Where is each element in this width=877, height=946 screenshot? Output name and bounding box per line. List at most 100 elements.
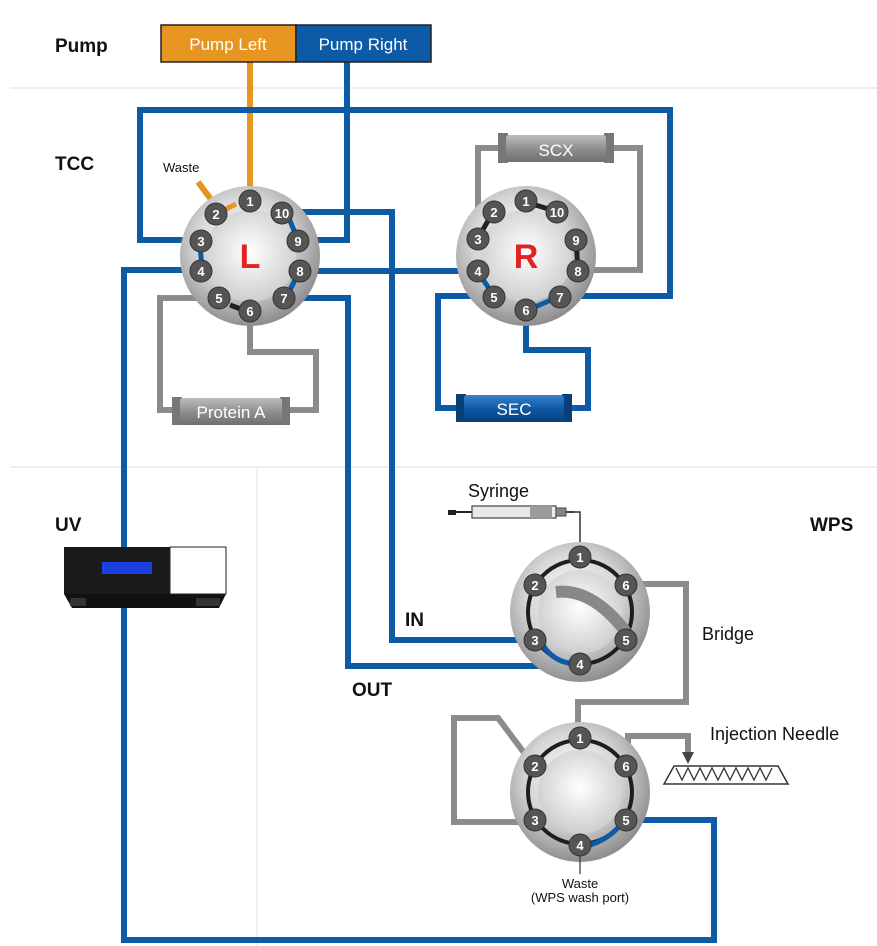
valve-wps-bottom-port-1: 1 <box>568 726 592 750</box>
label-out: OUT <box>352 680 393 701</box>
svg-text:2: 2 <box>490 205 497 220</box>
label-in: IN <box>405 610 424 631</box>
valve-wps-top-port-6: 6 <box>614 573 638 597</box>
svg-text:6: 6 <box>622 578 629 593</box>
label-waste-tcc: Waste <box>163 160 199 175</box>
svg-text:9: 9 <box>294 234 301 249</box>
svg-text:6: 6 <box>622 759 629 774</box>
pump-right-box: Pump Right <box>295 24 432 63</box>
svg-text:2: 2 <box>212 207 219 222</box>
svg-text:8: 8 <box>574 264 581 279</box>
section-label-uv: UV <box>55 515 82 536</box>
valve-wps-top-port-3: 3 <box>523 628 547 652</box>
valve-right-port-10: 10 <box>545 200 569 224</box>
svg-text:1: 1 <box>576 731 583 746</box>
tube-wps-loop <box>451 715 537 825</box>
svg-text:9: 9 <box>572 233 579 248</box>
valve-left-port-7: 7 <box>272 286 296 310</box>
svg-text:5: 5 <box>622 813 629 828</box>
tube-out <box>284 295 578 669</box>
svg-text:1: 1 <box>246 194 253 209</box>
valve-left-port-1: 1 <box>238 189 262 213</box>
tube-syringe <box>574 511 581 554</box>
valve-left-port-3: 3 <box>189 229 213 253</box>
label-waste-wps-1: Waste <box>562 876 598 891</box>
label-waste-wps-2: (WPS wash port) <box>531 890 629 905</box>
svg-text:5: 5 <box>490 290 497 305</box>
tube-in <box>282 209 532 643</box>
valve-left-port-8: 8 <box>288 259 312 283</box>
injection-needle-icon <box>662 752 790 785</box>
valve-right-port-6: 6 <box>514 298 538 322</box>
uv-detector <box>64 546 227 608</box>
valve-wps-top-port-2: 2 <box>523 573 547 597</box>
section-label-tcc: TCC <box>55 154 94 175</box>
svg-text:4: 4 <box>576 838 584 853</box>
svg-text:4: 4 <box>474 264 482 279</box>
column-sec-label: SEC <box>497 400 532 419</box>
label-syringe: Syringe <box>468 481 529 501</box>
valve-right-port-5: 5 <box>482 285 506 309</box>
syringe-icon <box>448 505 574 519</box>
svg-text:10: 10 <box>275 206 289 221</box>
svg-text:4: 4 <box>197 264 205 279</box>
valve-wps-top-port-4: 4 <box>568 652 592 676</box>
svg-text:3: 3 <box>531 813 538 828</box>
valve-right-port-2: 2 <box>482 200 506 224</box>
svg-text:5: 5 <box>215 291 222 306</box>
tube-loop-l3-r7 <box>137 107 673 299</box>
svg-text:3: 3 <box>474 232 481 247</box>
valve-wps-bottom-port-3: 3 <box>523 808 547 832</box>
valve-left-port-4: 4 <box>189 259 213 283</box>
section-label-wps: WPS <box>810 515 853 536</box>
column-scx: SCX <box>498 133 614 163</box>
valve-right-letter: R <box>514 238 539 276</box>
svg-text:1: 1 <box>576 550 583 565</box>
svg-text:10: 10 <box>550 205 564 220</box>
svg-text:7: 7 <box>556 290 563 305</box>
label-bridge: Bridge <box>702 624 754 644</box>
valve-wps-top-port-5: 5 <box>614 628 638 652</box>
column-sec: SEC <box>456 394 572 422</box>
valve-left-letter: L <box>240 238 261 276</box>
svg-text:2: 2 <box>531 759 538 774</box>
pump-right-label: Pump Right <box>319 35 408 54</box>
svg-text:4: 4 <box>576 657 584 672</box>
valve-right-port-3: 3 <box>466 227 490 251</box>
svg-text:2: 2 <box>531 578 538 593</box>
valve-wps-bottom: 1 2 3 4 5 6 <box>510 722 650 862</box>
pump-left-label: Pump Left <box>189 35 267 54</box>
svg-text:3: 3 <box>197 234 204 249</box>
valve-right-port-8: 8 <box>566 259 590 283</box>
column-scx-label: SCX <box>539 141 574 160</box>
tube-uv-line <box>121 267 717 943</box>
label-injection-needle: Injection Needle <box>710 724 839 744</box>
valve-wps-bottom-port-5: 5 <box>614 808 638 832</box>
section-label-pump: Pump <box>55 36 108 57</box>
valve-left-port-10: 10 <box>270 201 294 225</box>
valve-wps-bottom-port-4: 4 <box>568 833 592 857</box>
valve-right-port-7: 7 <box>548 285 572 309</box>
svg-text:7: 7 <box>280 291 287 306</box>
svg-text:3: 3 <box>531 633 538 648</box>
svg-text:1: 1 <box>522 194 529 209</box>
valve-wps-bottom-port-2: 2 <box>523 754 547 778</box>
valve-left-port-5: 5 <box>207 286 231 310</box>
valve-wps-top: 1 2 3 4 5 6 <box>510 542 650 682</box>
valve-right: R 1 2 3 4 5 6 7 8 9 10 <box>456 186 596 326</box>
tube-scx-loop <box>475 145 643 273</box>
valve-left-port-2: 2 <box>204 202 228 226</box>
valve-right-port-4: 4 <box>466 259 490 283</box>
svg-text:6: 6 <box>522 303 529 318</box>
valve-left-port-9: 9 <box>286 229 310 253</box>
valve-wps-top-port-1: 1 <box>568 545 592 569</box>
tube-bridge <box>575 581 689 736</box>
tube-sec-loop <box>435 293 591 411</box>
tube-protein-a-loop <box>157 295 319 413</box>
valve-left: L 1 2 3 4 5 6 7 8 9 10 <box>180 186 320 326</box>
valve-right-port-1: 1 <box>514 189 538 213</box>
valve-left-port-6: 6 <box>238 299 262 323</box>
svg-text:5: 5 <box>622 633 629 648</box>
tube-pump-right <box>308 62 350 243</box>
